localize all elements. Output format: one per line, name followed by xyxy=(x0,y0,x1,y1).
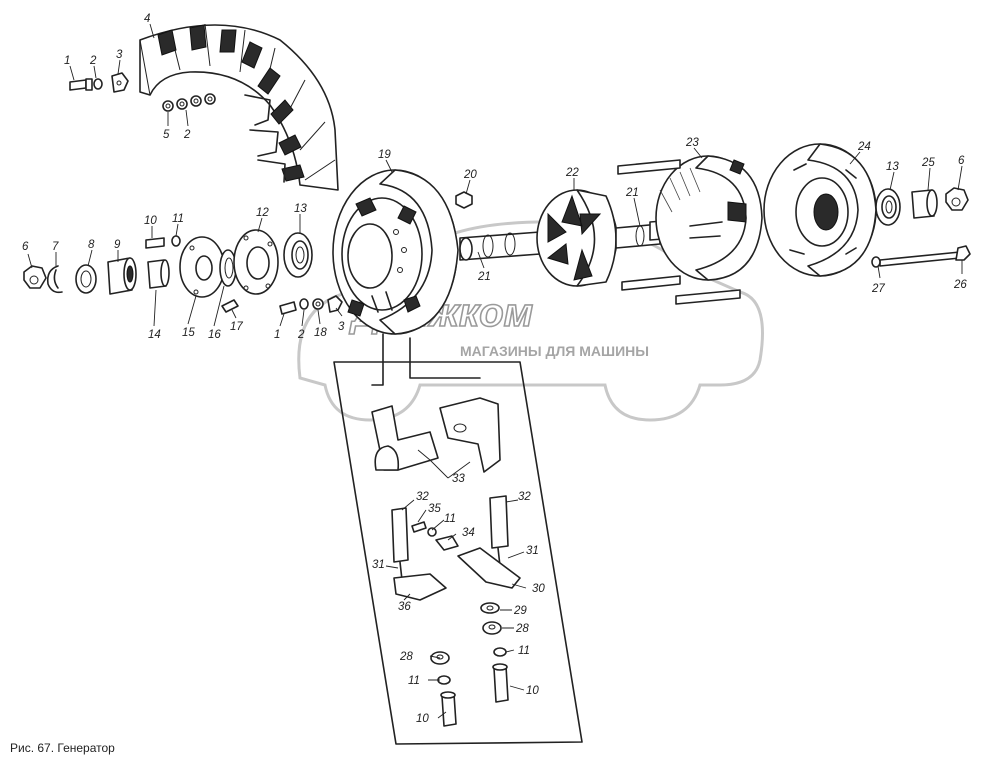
label-30: 30 xyxy=(532,583,545,595)
label-32: 32 xyxy=(416,491,429,503)
leader-lines xyxy=(27,23,963,719)
figure-caption: Рис. 67. Генератор xyxy=(10,741,115,755)
label-19: 19 xyxy=(378,149,391,161)
label-26: 26 xyxy=(953,279,967,291)
label-28: 28 xyxy=(399,651,413,663)
label-3: 3 xyxy=(338,321,345,333)
label-10: 10 xyxy=(526,685,539,697)
label-2: 2 xyxy=(89,55,97,67)
fan-shroud xyxy=(139,23,339,191)
label-1: 1 xyxy=(64,55,70,67)
rear-bearing-stack xyxy=(871,187,971,268)
stator-housing xyxy=(617,155,763,305)
watermark-tagline: МАГАЗИНЫ ДЛЯ МАШИНЫ xyxy=(460,343,649,359)
label-5: 5 xyxy=(163,129,170,141)
label-21: 21 xyxy=(477,271,491,283)
label-22: 22 xyxy=(565,167,579,179)
label-7: 7 xyxy=(52,241,59,253)
label-6: 6 xyxy=(22,241,29,253)
label-15: 15 xyxy=(182,327,195,339)
label-11: 11 xyxy=(518,645,530,657)
front-cover xyxy=(332,169,473,335)
label-16: 16 xyxy=(208,329,221,341)
label-13: 13 xyxy=(294,203,307,215)
label-23: 23 xyxy=(685,137,699,149)
label-24: 24 xyxy=(857,141,871,153)
label-28: 28 xyxy=(515,623,529,635)
label-10: 10 xyxy=(416,713,429,725)
top-fasteners xyxy=(69,72,216,112)
brush-holder-inset xyxy=(333,333,583,745)
label-3: 3 xyxy=(116,49,123,61)
label-29: 29 xyxy=(513,605,527,617)
label-17: 17 xyxy=(230,321,243,333)
part-labels: 1 2 3 4 5 2 6 7 8 9 10 11 12 13 14 15 16… xyxy=(22,13,967,725)
label-10: 10 xyxy=(144,215,157,227)
label-12: 12 xyxy=(256,207,269,219)
label-21: 21 xyxy=(625,187,639,199)
label-4: 4 xyxy=(144,13,150,25)
label-8: 8 xyxy=(88,239,95,251)
rear-cover xyxy=(763,143,877,277)
label-25: 25 xyxy=(921,157,935,169)
label-14: 14 xyxy=(148,329,161,341)
label-36: 36 xyxy=(398,601,411,613)
label-2: 2 xyxy=(183,129,191,141)
label-9: 9 xyxy=(114,239,121,251)
label-33: 33 xyxy=(452,473,465,485)
label-27: 27 xyxy=(871,283,885,295)
label-18: 18 xyxy=(314,327,327,339)
label-11: 11 xyxy=(172,213,184,225)
label-11: 11 xyxy=(408,675,420,687)
label-31: 31 xyxy=(526,545,539,557)
label-32: 32 xyxy=(518,491,531,503)
label-2: 2 xyxy=(297,329,305,341)
label-20: 20 xyxy=(463,169,477,181)
label-13: 13 xyxy=(886,161,899,173)
label-31: 31 xyxy=(372,559,385,571)
label-6: 6 xyxy=(958,155,965,167)
label-34: 34 xyxy=(462,527,475,539)
front-bearing-stack xyxy=(23,229,343,315)
label-35: 35 xyxy=(428,503,441,515)
label-1: 1 xyxy=(274,329,280,341)
label-11: 11 xyxy=(444,513,456,525)
